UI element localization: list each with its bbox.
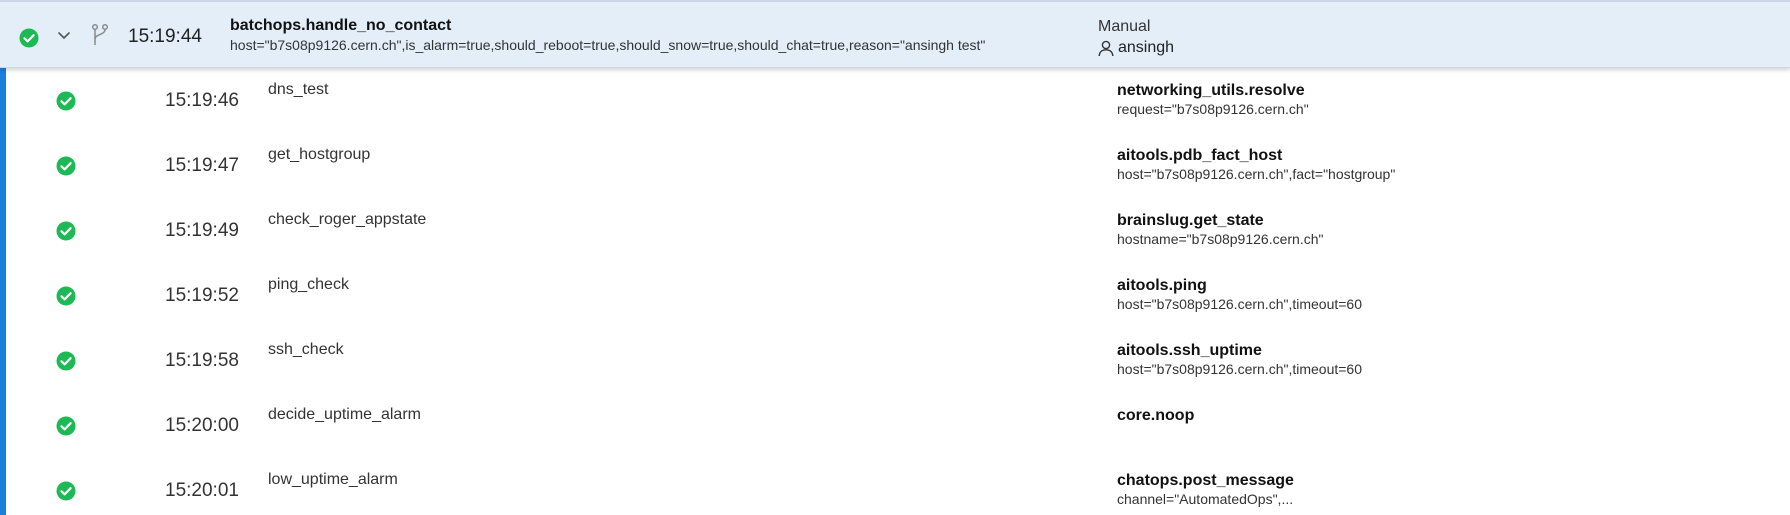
check-circle-icon	[56, 91, 76, 111]
check-circle-icon	[56, 481, 76, 501]
task-name: ping_check	[268, 276, 349, 293]
task-row[interactable]: 15:19:47 get_hostgroup aitools.pdb_fact_…	[0, 133, 1790, 198]
task-time: 15:20:00	[165, 415, 239, 436]
task-name: check_roger_appstate	[268, 211, 427, 228]
task-row[interactable]: 15:19:46 dns_test networking_utils.resol…	[0, 68, 1790, 133]
task-row[interactable]: 15:19:49 check_roger_appstate brainslug.…	[0, 198, 1790, 263]
task-action[interactable]: aitools.ssh_uptime	[1117, 342, 1262, 359]
task-time: 15:19:58	[165, 350, 239, 371]
check-circle-icon	[19, 28, 39, 48]
task-action[interactable]: core.noop	[1117, 407, 1195, 424]
task-name: low_uptime_alarm	[268, 471, 398, 488]
task-params: hostname="b7s08p9126.cern.ch"	[1117, 231, 1324, 247]
task-action[interactable]: aitools.pdb_fact_host	[1117, 147, 1283, 164]
task-action[interactable]: brainslug.get_state	[1117, 212, 1264, 229]
task-time: 15:19:49	[165, 220, 239, 241]
check-circle-icon	[56, 156, 76, 176]
execution-header[interactable]: 15:19:44 batchops.handle_no_contact host…	[0, 0, 1790, 68]
task-action[interactable]: aitools.ping	[1117, 277, 1207, 294]
task-row[interactable]: 15:20:01 low_uptime_alarm chatops.post_m…	[0, 458, 1790, 515]
task-params-more[interactable]: ...	[1281, 491, 1294, 507]
children-indent-bar	[0, 68, 6, 515]
task-row[interactable]: 15:19:52 ping_check aitools.ping host="b…	[0, 263, 1790, 328]
user-icon	[1098, 40, 1114, 57]
task-params: channel="AutomatedOps",...	[1117, 491, 1293, 507]
check-circle-icon	[56, 351, 76, 371]
task-action[interactable]: chatops.post_message	[1117, 472, 1294, 489]
check-circle-icon	[56, 286, 76, 306]
task-params: request="b7s08p9126.cern.ch"	[1117, 101, 1309, 117]
execution-action[interactable]: batchops.handle_no_contact	[230, 17, 452, 34]
task-row[interactable]: 15:19:58 ssh_check aitools.ssh_uptime ho…	[0, 328, 1790, 393]
task-name: decide_uptime_alarm	[268, 406, 421, 423]
task-params: host="b7s08p9126.cern.ch",timeout=60	[1117, 361, 1362, 377]
execution-user: ansingh	[1118, 39, 1175, 56]
task-action[interactable]: networking_utils.resolve	[1117, 82, 1305, 99]
task-name: dns_test	[268, 81, 329, 98]
task-params: host="b7s08p9126.cern.ch",fact="hostgrou…	[1117, 166, 1396, 182]
execution-trigger: Manual	[1098, 18, 1151, 35]
check-circle-icon	[56, 221, 76, 241]
task-time: 15:20:01	[165, 480, 239, 501]
execution-time: 15:19:44	[128, 26, 202, 47]
check-circle-icon	[56, 416, 76, 436]
chevron-down-icon[interactable]	[55, 26, 73, 44]
execution-params: host="b7s08p9126.cern.ch",is_alarm=true,…	[230, 37, 986, 53]
task-params: host="b7s08p9126.cern.ch",timeout=60	[1117, 296, 1362, 312]
task-name: ssh_check	[268, 341, 344, 358]
task-time: 15:19:46	[165, 90, 239, 111]
task-time: 15:19:47	[165, 155, 239, 176]
task-name: get_hostgroup	[268, 146, 371, 163]
branch-icon	[91, 23, 109, 45]
task-time: 15:19:52	[165, 285, 239, 306]
task-params-text: channel="AutomatedOps",	[1117, 491, 1282, 507]
task-row[interactable]: 15:20:00 decide_uptime_alarm core.noop	[0, 393, 1790, 458]
